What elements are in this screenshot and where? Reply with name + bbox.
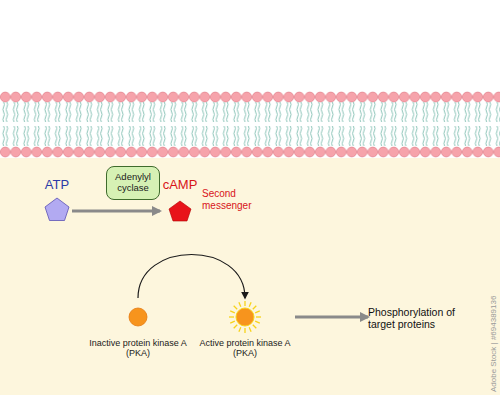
node-label: Phosphorylation of target proteins xyxy=(368,306,480,330)
node-label: Active protein kinase A (PKA) xyxy=(195,338,295,359)
pentagon-symbol xyxy=(44,197,70,222)
watermark: Adobe Stock | #694389136 xyxy=(489,296,498,392)
kinase-node: Active protein kinase A (PKA) xyxy=(195,302,295,364)
outcome-text: Phosphorylation of target proteins xyxy=(368,306,480,332)
phospholipid-bilayer xyxy=(0,90,500,158)
node-label: ATP xyxy=(32,178,82,193)
pentagon-symbol xyxy=(168,200,192,222)
enzyme-box: Adenylyl cyclase xyxy=(106,166,160,200)
kinase-node: Inactive protein kinase A (PKA) xyxy=(83,302,193,364)
node-label: cAMP xyxy=(155,178,205,193)
reaction-arrow xyxy=(295,316,368,319)
activation-arrow xyxy=(138,255,245,299)
kinase-circle xyxy=(83,302,193,332)
active-kinase-circle xyxy=(195,302,295,332)
node-note: Second messenger xyxy=(202,188,254,211)
node-label: Adenylyl cyclase xyxy=(107,172,159,194)
reaction-arrow xyxy=(72,210,160,213)
molecule-node: cAMPSecond messenger xyxy=(160,174,200,224)
cytoplasm xyxy=(0,158,500,395)
molecule-node: ATP xyxy=(42,174,72,224)
node-label: Inactive protein kinase A (PKA) xyxy=(83,338,193,359)
